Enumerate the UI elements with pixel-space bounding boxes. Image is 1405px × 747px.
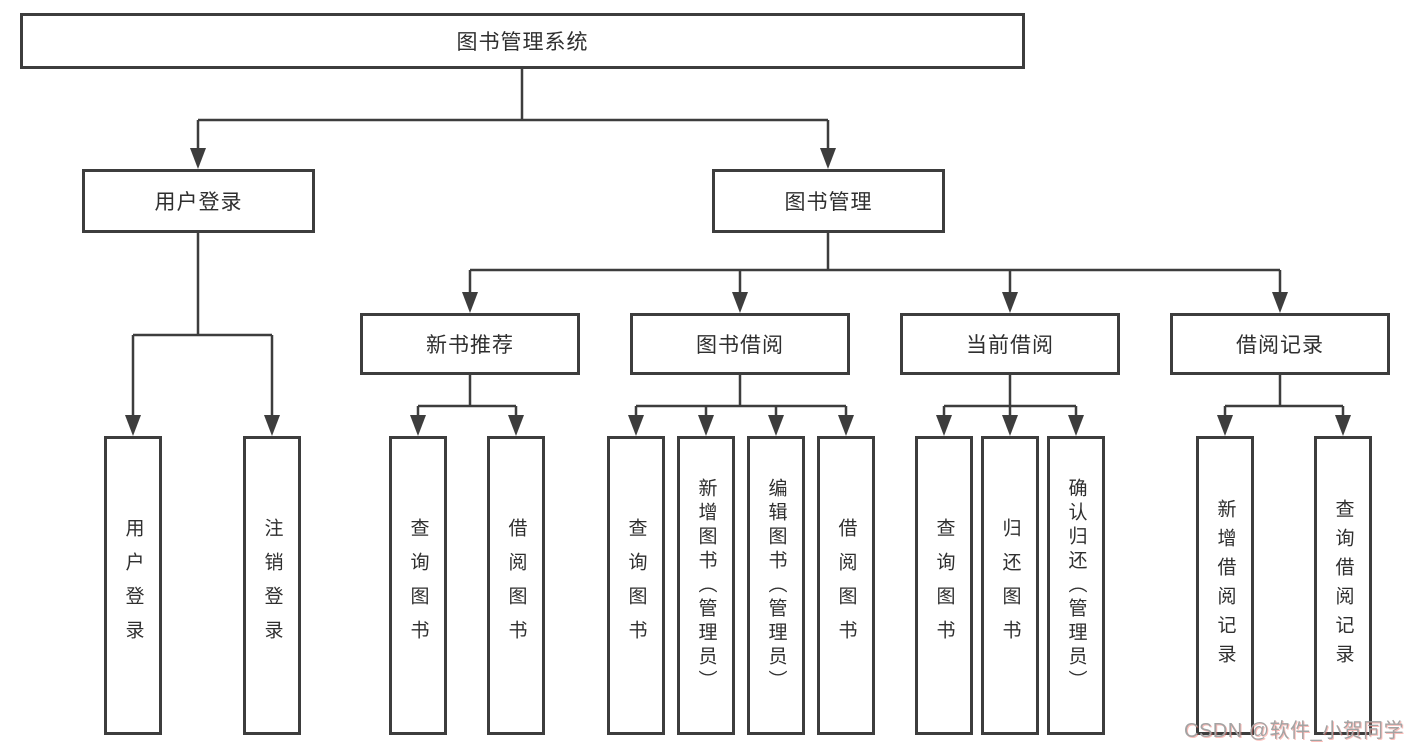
node-borrow-records: 借阅记录 [1170,313,1390,375]
leaf-add-borrow-record-label: 新增借阅记录 [1214,498,1236,673]
node-borrow-records-label: 借阅记录 [1236,334,1324,357]
leaf-logout-label: 注销登录 [261,517,283,654]
leaf-add-borrow-record: 新增借阅记录 [1196,436,1254,735]
leaf-user-login: 用户登录 [104,436,162,735]
leaf-borrow-book-recommend: 借阅图书 [487,436,545,735]
node-current-borrow-label: 当前借阅 [966,334,1054,357]
node-book-management: 图书管理 [712,169,945,233]
node-current-borrow: 当前借阅 [900,313,1120,375]
leaf-edit-book-admin-label: 编辑图书（管理员） [765,477,787,694]
node-root-label: 图书管理系统 [456,31,589,54]
node-book-management-label: 图书管理 [784,191,873,214]
leaf-add-book-admin: 新增图书（管理员） [677,436,735,735]
leaf-borrow-book: 借阅图书 [817,436,875,735]
node-book-borrow: 图书借阅 [630,313,850,375]
leaf-user-login-label: 用户登录 [122,517,144,654]
leaf-query-books-borrow-label: 查询图书 [625,517,647,654]
leaf-confirm-return-admin-label: 确认归还（管理员） [1065,477,1087,694]
leaf-query-books-current-label: 查询图书 [933,517,955,654]
leaf-return-book: 归还图书 [981,436,1039,735]
node-new-book-recommend-label: 新书推荐 [426,334,514,357]
leaf-confirm-return-admin: 确认归还（管理员） [1047,436,1105,735]
node-book-borrow-label: 图书借阅 [696,334,784,357]
leaf-query-borrow-record-label: 查询借阅记录 [1332,498,1354,673]
node-new-book-recommend: 新书推荐 [360,313,580,375]
leaf-query-books-current: 查询图书 [915,436,973,735]
leaf-query-books-recommend-label: 查询图书 [407,517,429,654]
leaf-borrow-book-recommend-label: 借阅图书 [505,517,527,654]
leaf-borrow-book-label: 借阅图书 [835,517,857,654]
leaf-add-book-admin-label: 新增图书（管理员） [695,477,717,694]
node-user-login-label: 用户登录 [154,191,243,214]
leaf-return-book-label: 归还图书 [999,517,1021,654]
node-user-login: 用户登录 [82,169,315,233]
leaf-logout: 注销登录 [243,436,301,735]
leaf-query-borrow-record: 查询借阅记录 [1314,436,1372,735]
leaf-query-books-recommend: 查询图书 [389,436,447,735]
leaf-edit-book-admin: 编辑图书（管理员） [747,436,805,735]
leaf-query-books-borrow: 查询图书 [607,436,665,735]
csdn-watermark: CSDN @软件_小贺同学 [1184,720,1405,742]
node-root: 图书管理系统 [20,13,1025,69]
